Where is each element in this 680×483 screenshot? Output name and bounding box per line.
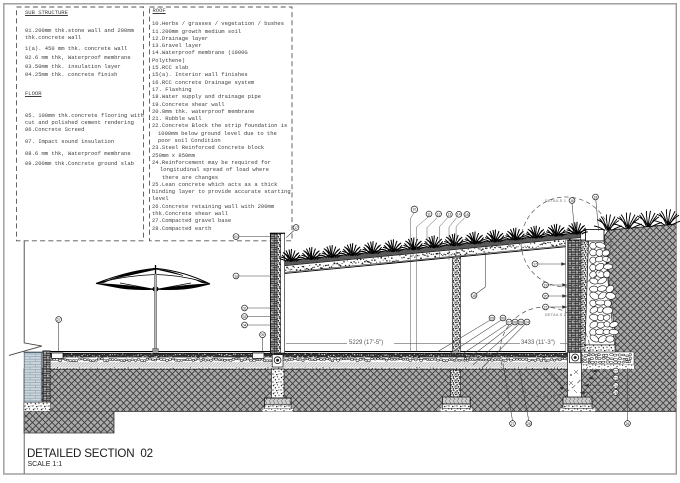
svg-text:27: 27 xyxy=(57,318,61,322)
svg-text:17: 17 xyxy=(533,262,537,266)
svg-text:23: 23 xyxy=(614,376,618,380)
svg-text:04: 04 xyxy=(243,323,247,327)
svg-text:25: 25 xyxy=(614,391,618,395)
svg-text:15: 15 xyxy=(465,213,469,217)
svg-text:17: 17 xyxy=(294,226,298,230)
svg-text:05: 05 xyxy=(490,316,494,320)
svg-text:12: 12 xyxy=(437,212,441,216)
svg-text:07: 07 xyxy=(507,320,511,324)
svg-text:15: 15 xyxy=(472,294,476,298)
svg-text:26: 26 xyxy=(626,422,630,426)
svg-text:20: 20 xyxy=(544,294,548,298)
svg-text:5229 (17'-5"): 5229 (17'-5") xyxy=(349,340,383,346)
svg-text:24: 24 xyxy=(525,320,529,324)
svg-text:28: 28 xyxy=(527,422,531,426)
svg-text:13: 13 xyxy=(448,213,452,217)
svg-text:21: 21 xyxy=(544,305,548,309)
svg-text:22: 22 xyxy=(614,369,618,373)
svg-text:1a: 1a xyxy=(234,274,238,278)
svg-text:27: 27 xyxy=(511,422,515,426)
svg-text:08: 08 xyxy=(513,320,517,324)
svg-text:18: 18 xyxy=(594,195,598,199)
svg-text:10: 10 xyxy=(413,208,417,212)
svg-text:11: 11 xyxy=(427,212,431,216)
svg-text:09: 09 xyxy=(519,320,523,324)
svg-text:02: 02 xyxy=(243,306,247,310)
svg-text:DETAILS 2: DETAILS 2 xyxy=(545,313,566,317)
svg-text:09: 09 xyxy=(261,333,265,337)
svg-text:16: 16 xyxy=(570,199,574,203)
svg-text:24: 24 xyxy=(614,384,618,388)
svg-text:DETAILS 1: DETAILS 1 xyxy=(545,199,566,203)
svg-text:3433 (11'-3"): 3433 (11'-3") xyxy=(521,340,555,346)
svg-text:03: 03 xyxy=(243,315,247,319)
svg-text:19: 19 xyxy=(544,283,548,287)
svg-text:01: 01 xyxy=(234,235,238,239)
svg-text:06: 06 xyxy=(501,316,505,320)
svg-text:14: 14 xyxy=(457,213,461,217)
